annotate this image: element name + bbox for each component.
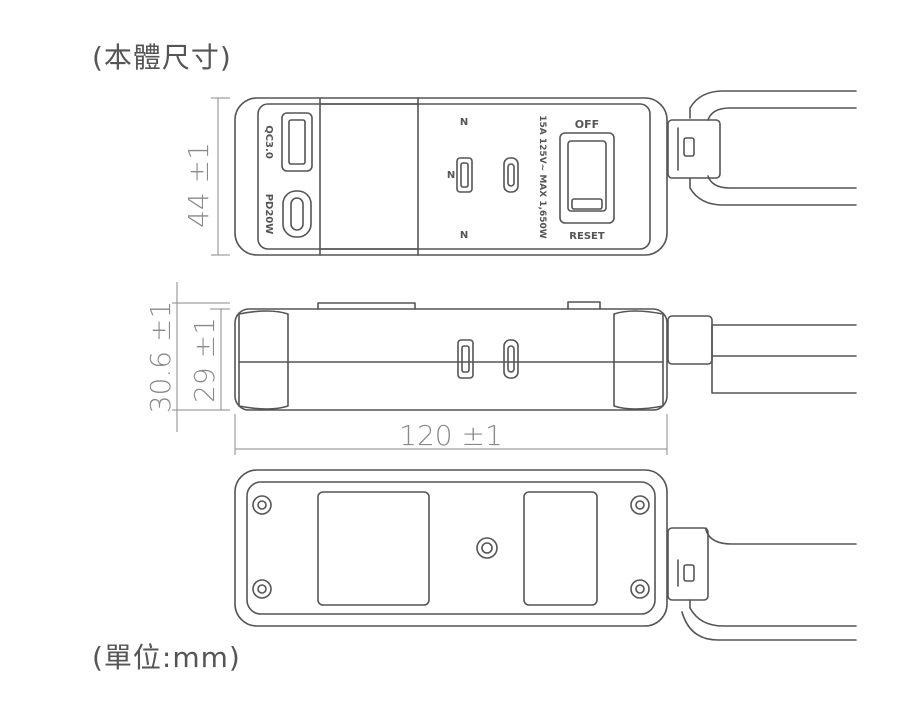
dim-120-label: 120 ±1 [399,419,503,452]
top-view-inner-face [257,103,651,250]
bottom-view-cord-lower-outer [681,611,857,641]
side-view-right-cap [613,310,664,410]
n-mark-middle: N [447,170,455,181]
usb-c-port-inner [290,197,304,231]
outlet-slot-narrow-inner [507,163,515,187]
screw-hole-bottom-right-inner [635,584,645,594]
side-view-slot-narrow-inner [507,345,515,373]
screw-hole-bottom-right [630,579,650,599]
screw-hole-top-left-inner [257,500,267,510]
top-view-relief-notch [683,137,695,157]
switch-reset-label: RESET [569,231,605,242]
bottom-view-right-pad [523,491,598,606]
bottom-view-cord-upper [705,527,857,545]
bottom-view-relief-notch [683,564,695,582]
qc-label: QC3.0 [263,125,274,159]
side-view-slot-narrow [503,339,519,379]
top-view-cord-lower-inner [707,175,857,189]
side-view-slot-wide [457,339,474,379]
screw-hole-bottom-left-inner [257,584,267,594]
switch-rocker-step [571,198,603,210]
bottom-view-body [234,469,668,627]
screw-hole-bottom-left [252,579,272,599]
switch-off-label: OFF [575,118,599,131]
top-view-cord-lower [689,177,857,206]
usb-a-port [281,112,313,172]
side-view-slot-wide-inner [461,345,470,373]
switch-rocker [567,140,607,212]
unit-heading: (單位:mm) [92,641,241,674]
side-view-cord-relief [667,315,713,365]
center-screw-hole [476,537,498,559]
center-screw-hole-inner [481,542,493,554]
rating-label: 15A 125V~ MAX 1,650W [537,115,547,239]
bottom-view [234,469,857,641]
side-view-top-bump [317,302,416,310]
top-view-cord-strain-relief [667,119,721,179]
top-view [234,90,857,256]
outlet-slot-wide [456,157,473,193]
usb-c-port [282,190,312,238]
bottom-view-inner-rim [246,481,656,615]
screw-hole-top-left [252,495,272,515]
bottom-view-cord-relief [667,527,709,601]
bottom-view-left-pad [317,491,430,606]
side-view-cord-outline [711,324,857,394]
side-view-body [234,308,668,411]
screw-hole-top-right [630,495,650,515]
side-view-switch-bump [567,301,601,310]
dim-44-label: 44 ±1 [182,142,215,228]
body-size-heading: (本體尺寸) [92,41,232,74]
n-mark-bottom: N [460,230,468,241]
top-view-cord-upper [689,90,857,119]
screw-hole-top-right-inner [635,500,645,510]
pd-label: PD20W [263,194,274,235]
dim-30-6-label: 30.6 ±1 [144,301,177,414]
usb-a-port-inner [288,119,306,165]
n-mark-top: N [460,117,468,128]
outlet-slot-wide-inner [460,162,469,188]
top-view-body [234,97,668,256]
side-view-left-cap [238,310,289,410]
switch-housing [559,132,615,224]
dim-29-label: 29 ±1 [188,317,221,403]
outlet-slot-narrow [503,157,519,193]
side-view [234,301,857,411]
bottom-view-cord-lower [689,599,857,627]
top-view-cord-upper-inner [707,107,857,121]
